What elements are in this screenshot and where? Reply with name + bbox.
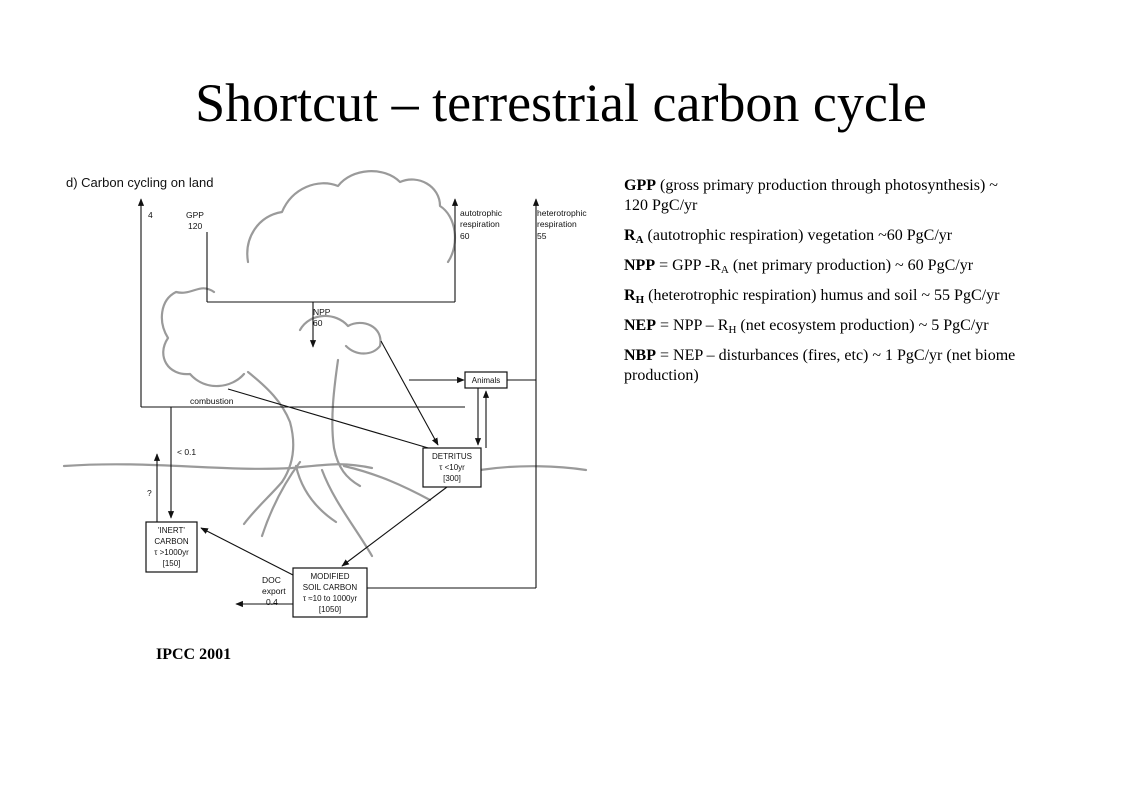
svg-text:[150]: [150] — [163, 559, 181, 568]
definition-text: (net ecosystem production) ~ 5 PgC/yr — [736, 317, 989, 334]
svg-text:[300]: [300] — [443, 474, 461, 483]
gpp-label: GPP — [186, 210, 204, 220]
svg-text:MODIFIED: MODIFIED — [310, 572, 349, 581]
definition-text: NEP — [624, 317, 656, 334]
svg-text:'INERT': 'INERT' — [158, 526, 185, 535]
inert-flow-value: < 0.1 — [177, 447, 196, 457]
definition-item: GPP (gross primary production through ph… — [624, 176, 1024, 216]
definition-subscript: A — [635, 234, 644, 246]
gpp-flow — [206, 198, 459, 348]
svg-text:τ <10yr: τ <10yr — [439, 463, 465, 472]
left-flows — [137, 198, 465, 522]
definition-text: = NPP – R — [656, 317, 729, 334]
modified-soil-carbon-box: MODIFIED SOIL CARBON τ ≈10 to 1000yr [10… — [292, 567, 368, 618]
inert-unknown-flow: ? — [147, 488, 152, 498]
npp-value: 60 — [313, 318, 323, 328]
carbon-cycle-diagram: d) Carbon cycling on land — [62, 170, 588, 618]
definitions-list: GPP (gross primary production through ph… — [624, 176, 1024, 396]
definition-text: (autotrophic respiration) vegetation ~60… — [643, 227, 953, 244]
svg-text:τ ≈10 to 1000yr: τ ≈10 to 1000yr — [303, 594, 358, 603]
doc-label-2: export — [262, 586, 286, 596]
definition-subscript: H — [728, 324, 737, 336]
definition-text: = GPP -R — [655, 257, 721, 274]
definition-subscript: A — [720, 264, 729, 276]
detritus-box: DETRITUS τ <10yr [300] — [422, 447, 482, 488]
page-title: Shortcut – terrestrial carbon cycle — [195, 73, 927, 133]
svg-text:Animals: Animals — [472, 376, 500, 385]
autotrophic-label-2: respiration — [460, 219, 500, 229]
definition-item: NEP = NPP – RH (net ecosystem production… — [624, 316, 1024, 336]
definition-text: (heterotrophic respiration) humus and so… — [644, 287, 1000, 304]
heterotrophic-label-2: respiration — [537, 219, 577, 229]
svg-text:CARBON: CARBON — [154, 537, 188, 546]
definition-item: NPP = GPP -RA (net primary production) ~… — [624, 256, 1024, 276]
left-flow-value: 4 — [148, 210, 153, 220]
diagram-heading: d) Carbon cycling on land — [66, 175, 213, 190]
definition-item: RA (autotrophic respiration) vegetation … — [624, 226, 1024, 246]
right-flows — [200, 198, 540, 608]
autotrophic-value: 60 — [460, 231, 470, 241]
definition-text: NBP — [624, 347, 656, 364]
doc-value: 0.4 — [266, 597, 278, 607]
definition-item: NBP = NEP – disturbances (fires, etc) ~ … — [624, 346, 1024, 386]
definition-text: (net primary production) ~ 60 PgC/yr — [728, 257, 974, 274]
definition-item: RH (heterotrophic respiration) humus and… — [624, 286, 1024, 306]
doc-label-1: DOC — [262, 575, 281, 585]
svg-text:DETRITUS: DETRITUS — [432, 452, 472, 461]
combustion-label: combustion — [190, 396, 234, 406]
heterotrophic-label-1: heterotrophic — [537, 208, 587, 218]
definition-subscript: H — [635, 294, 645, 306]
heterotrophic-value: 55 — [537, 231, 547, 241]
svg-text:τ >1000yr: τ >1000yr — [154, 548, 189, 557]
source-citation: IPCC 2001 — [156, 646, 232, 663]
npp-label: NPP — [313, 307, 331, 317]
svg-text:[1050]: [1050] — [319, 605, 341, 614]
definition-text: (gross primary production through photos… — [624, 177, 998, 214]
definition-text: NPP — [624, 257, 656, 274]
inert-carbon-box: 'INERT' CARBON τ >1000yr [150] — [145, 521, 198, 573]
definition-text: R — [624, 287, 636, 304]
svg-text:SOIL CARBON: SOIL CARBON — [303, 583, 358, 592]
autotrophic-label-1: autotrophic — [460, 208, 503, 218]
tree-sketch — [62, 170, 588, 558]
animals-box: Animals — [464, 371, 508, 389]
definition-text: GPP — [624, 177, 656, 194]
definition-text: = NEP – disturbances (fires, etc) ~ 1 Pg… — [624, 347, 1016, 384]
gpp-value: 120 — [188, 221, 202, 231]
definition-text: R — [624, 227, 636, 244]
